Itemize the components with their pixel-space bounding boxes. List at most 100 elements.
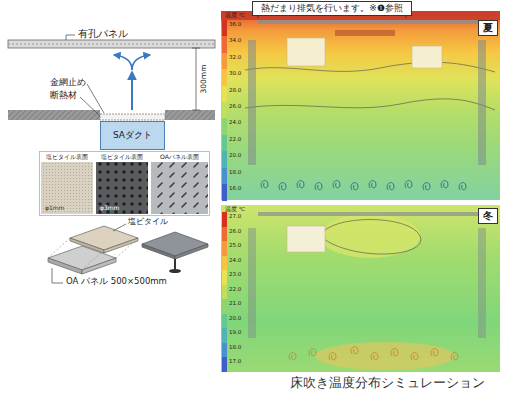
tile-photo — [96, 162, 148, 214]
column — [478, 40, 486, 165]
scale-swatch — [222, 256, 227, 271]
scale-value: 17.0 — [229, 358, 241, 364]
leader-line — [80, 97, 100, 116]
scale-value: 25.0 — [229, 242, 241, 248]
scale-value: 22.0 — [229, 286, 241, 292]
hole-size: φ1mm — [45, 205, 64, 212]
floor-section — [8, 35, 215, 120]
scale-swatch — [222, 270, 227, 285]
pedestal — [174, 259, 176, 270]
part-label: 金網止め — [50, 78, 86, 88]
scale-title: 温度 ℃ — [225, 12, 245, 18]
photo-caption: 塩ビタイル表面 — [101, 153, 143, 160]
insulation — [100, 114, 165, 120]
air-arrow — [114, 55, 132, 70]
scale-swatch — [222, 343, 227, 358]
scale-swatch — [222, 241, 227, 256]
pedestal-base — [169, 269, 181, 273]
scale-value: 22.0 — [229, 136, 241, 142]
column — [248, 40, 256, 165]
scale-value: 21.0 — [229, 300, 241, 306]
scale-swatch — [222, 285, 227, 300]
floor-slab — [165, 110, 215, 120]
scale-swatch — [222, 227, 227, 242]
node-text: 冬 — [483, 210, 493, 222]
callout-box: 熱だまり排気を行います。※❶参照 — [252, 1, 412, 16]
floor-slab — [8, 110, 100, 120]
season-tag: 夏 — [478, 20, 498, 36]
scale-swatch — [222, 299, 227, 314]
leader-line — [52, 268, 63, 283]
ceiling-beam — [258, 212, 498, 216]
scale-swatch — [222, 328, 227, 343]
part-label: 断熱材 — [50, 91, 77, 101]
ceiling-fixture — [412, 46, 442, 68]
scale-value: 20.0 — [229, 152, 241, 158]
leader-line — [66, 35, 75, 40]
column — [248, 228, 256, 338]
scale-value: 26.0 — [229, 228, 241, 234]
scale-swatch — [222, 69, 227, 86]
scale-swatch — [222, 314, 227, 329]
scale-value: 32.0 — [229, 54, 241, 60]
warm-zone — [320, 214, 420, 258]
scale-swatch — [222, 53, 227, 70]
vinyl-tile-side — [70, 238, 104, 253]
scale-swatch — [222, 151, 227, 168]
hole-size: φ3mm — [100, 205, 119, 212]
ceiling-beam — [258, 20, 498, 24]
contour-line — [245, 99, 495, 110]
ceiling-fixture — [287, 226, 325, 252]
leader-line — [87, 84, 104, 113]
scale-value: 26.0 — [229, 103, 241, 109]
photo-caption: OAパネル表面 — [160, 153, 199, 160]
column — [478, 228, 486, 338]
vinyl-tile-side — [104, 238, 138, 253]
scale-swatch — [222, 168, 227, 185]
part-label: OA パネル 500×500mm — [66, 277, 167, 287]
scale-value: 23.0 — [229, 271, 241, 277]
dimension-tick — [192, 48, 200, 49]
scale-value: 19.0 — [229, 329, 241, 335]
tile-photo — [41, 162, 93, 214]
warm-zone — [315, 342, 455, 370]
oa-panel — [142, 232, 208, 256]
scale-title: 温度 ℃ — [225, 206, 245, 212]
contour-line — [320, 220, 421, 255]
floor-outlets — [261, 181, 466, 190]
duct-box: SAダクト — [100, 121, 165, 150]
air-arrow — [131, 72, 133, 110]
oa-panel-side — [175, 244, 208, 259]
scale-swatch — [222, 86, 227, 103]
node-text: 夏 — [483, 22, 493, 34]
scale-value: 16.0 — [229, 185, 241, 191]
ceiling-fixture — [287, 38, 325, 66]
photo-caption: 塩ビタイル表面 — [46, 153, 88, 160]
winter-simulation — [221, 205, 500, 372]
dimension-label: 300mm — [200, 65, 209, 94]
scale-swatch — [222, 36, 227, 53]
scale-value: 24.0 — [229, 257, 241, 263]
perforated-panel — [8, 40, 215, 48]
contour-line — [245, 62, 495, 72]
figure-caption: 床吹き温度分布シミュレーション — [290, 376, 485, 391]
explode-line — [82, 250, 104, 270]
scale-swatch — [222, 102, 227, 119]
summer-simulation — [221, 11, 500, 200]
panel-sketch — [48, 224, 208, 283]
dimension-line — [196, 48, 197, 110]
hot-pocket — [335, 30, 395, 36]
floor-outlets — [289, 347, 458, 360]
explode-line — [48, 238, 70, 258]
vinyl-tile — [70, 226, 138, 250]
scale-swatch — [222, 20, 227, 37]
node-text: SAダクト — [113, 130, 152, 140]
photo-frame — [40, 152, 210, 216]
scale-swatch — [222, 135, 227, 152]
part-label: 有孔パネル — [78, 29, 128, 40]
scale-swatch — [222, 357, 227, 372]
scale-value: 18.0 — [229, 344, 241, 350]
scale-value: 27.0 — [229, 213, 241, 219]
dimension-tick — [192, 110, 200, 111]
